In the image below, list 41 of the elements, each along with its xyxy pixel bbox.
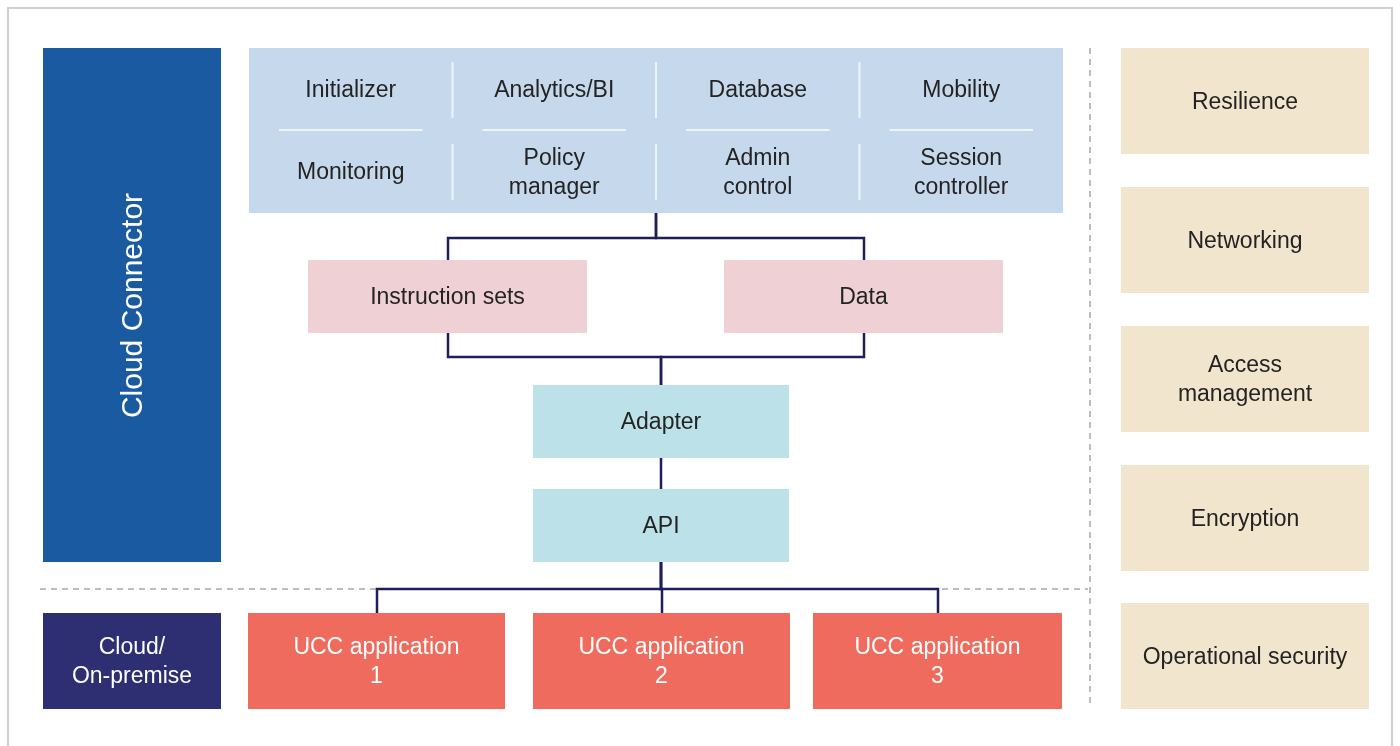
connector-line [659,458,663,489]
process-box [308,260,587,333]
process-box [724,260,1003,333]
process-box [1121,465,1369,571]
node-label: Resilience [1191,86,1299,116]
node-label: Networking [1187,225,1303,255]
process-box [1121,326,1369,432]
process-box [813,613,1062,709]
module-panel [249,48,1063,213]
connector-line [659,333,866,385]
node-label: Policy manager [507,142,601,201]
node-label: Instruction sets [370,282,525,311]
process-box [533,385,789,458]
node-label: UCC application 2 [577,632,746,690]
node-label: Access management [1176,350,1314,408]
node-label: Admin control [722,142,794,201]
node-label: UCC application 1 [292,632,461,690]
connector-line [654,213,866,260]
node-label: Cloud/ On-premise [70,632,194,690]
process-box [248,613,505,709]
node-label: Database [708,74,807,104]
process-box [1121,603,1369,709]
process-box [1121,187,1369,293]
node-label: Data [839,282,888,311]
node-label: Session controller [912,142,1010,201]
node-label: UCC application 3 [853,632,1022,690]
node-label: Analytics/BI [494,74,615,104]
label-band [43,613,221,709]
node-label: Cloud Connector [117,192,147,418]
node-label: API [642,511,680,540]
node-label: Encryption [1190,503,1300,533]
label-band [43,48,221,562]
connector-line [659,562,940,613]
node-label: Operational security [1142,641,1348,671]
process-box [1121,48,1369,154]
node-label: Initializer [305,74,397,104]
process-box [533,613,790,709]
node-label: Adapter [620,407,702,436]
node-label: Mobility [922,74,1001,104]
process-box [533,489,789,562]
node-label: Monitoring [297,157,405,186]
